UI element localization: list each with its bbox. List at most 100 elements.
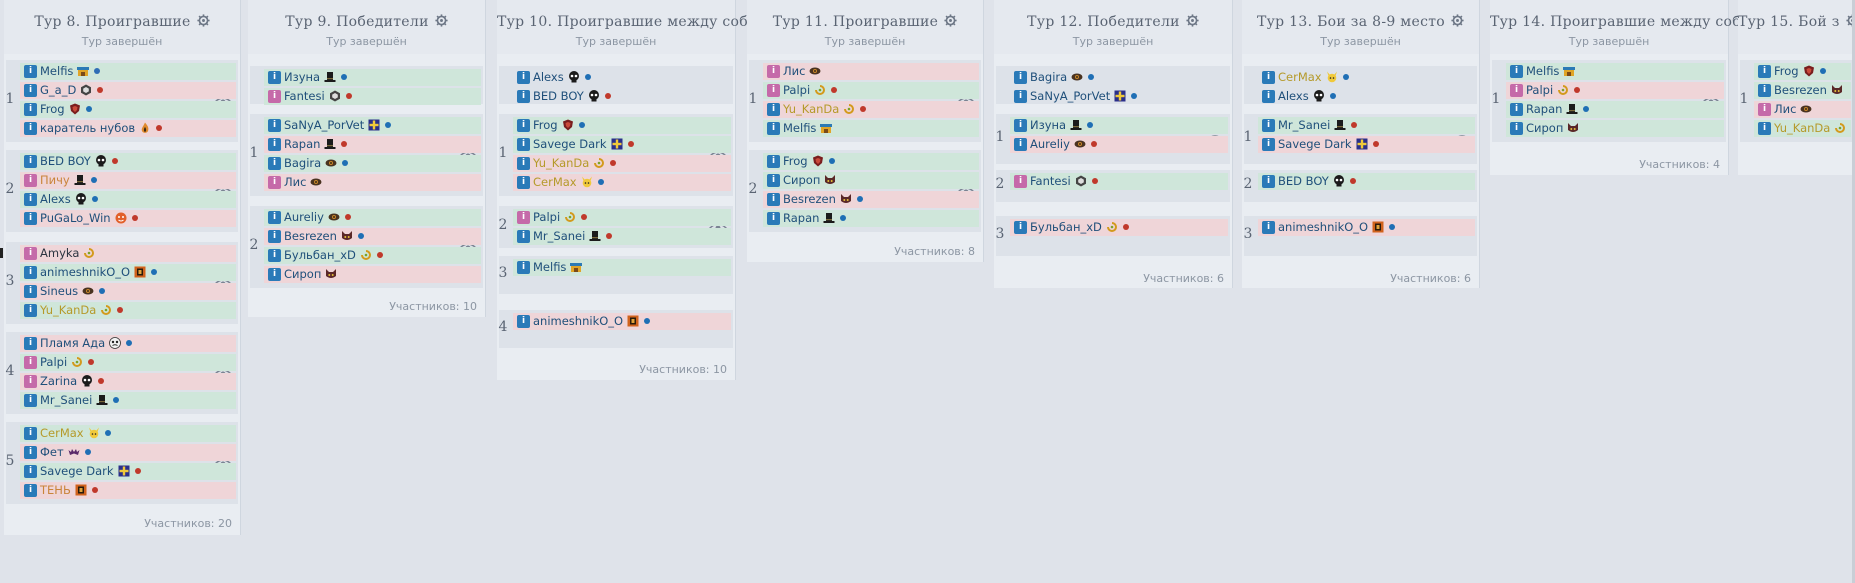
participant-name[interactable]: G_a_D <box>40 83 77 97</box>
participant-name[interactable]: BED BOY <box>40 154 91 168</box>
info-badge[interactable]: i <box>517 230 530 243</box>
info-badge[interactable]: i <box>24 122 37 135</box>
info-badge[interactable]: i <box>24 193 37 206</box>
participant-name[interactable]: Alexs <box>1278 89 1309 103</box>
participant-name[interactable]: Bagira <box>284 156 322 170</box>
participant-name[interactable]: Palpi <box>783 83 811 97</box>
participant-name[interactable]: Sineus <box>40 284 79 298</box>
info-badge[interactable]: i <box>767 103 780 116</box>
info-badge[interactable]: i <box>268 211 281 224</box>
info-badge[interactable]: i <box>517 90 530 103</box>
info-badge[interactable]: i <box>767 212 780 225</box>
participant-name[interactable]: Savege Dark <box>1278 137 1352 151</box>
info-badge[interactable]: i <box>24 247 37 260</box>
participant-name[interactable]: Savege Dark <box>533 137 607 151</box>
info-badge[interactable]: i <box>767 84 780 97</box>
participant-name[interactable]: Лис <box>783 64 806 78</box>
info-badge[interactable]: i <box>24 103 37 116</box>
participant-name[interactable]: Yu_KanDa <box>40 303 97 317</box>
info-badge[interactable]: i <box>1510 84 1523 97</box>
participant-name[interactable]: Melfis <box>1526 64 1560 78</box>
info-badge[interactable]: i <box>1262 90 1275 103</box>
info-badge[interactable]: i <box>24 375 37 388</box>
info-badge[interactable]: i <box>24 266 37 279</box>
participant-name[interactable]: Frog <box>40 102 65 116</box>
info-badge[interactable]: i <box>1758 103 1771 116</box>
participant-name[interactable]: Melfis <box>40 64 74 78</box>
info-badge[interactable]: i <box>24 84 37 97</box>
info-badge[interactable]: i <box>1014 71 1027 84</box>
info-badge[interactable]: i <box>1510 122 1523 135</box>
info-badge[interactable]: i <box>767 193 780 206</box>
participant-name[interactable]: Bagira <box>1030 70 1068 84</box>
info-badge[interactable]: i <box>1758 122 1771 135</box>
info-badge[interactable]: i <box>24 65 37 78</box>
gear-icon[interactable] <box>1186 14 1199 27</box>
participant-name[interactable]: Palpi <box>1526 83 1554 97</box>
participant-name[interactable]: CerMax <box>533 175 577 189</box>
participant-name[interactable]: Лис <box>1774 102 1797 116</box>
participant-name[interactable]: Frog <box>783 154 808 168</box>
info-badge[interactable]: i <box>1014 221 1027 234</box>
participant-name[interactable]: BED BOY <box>1278 174 1329 188</box>
info-badge[interactable]: i <box>268 90 281 103</box>
info-badge[interactable]: i <box>1262 119 1275 132</box>
info-badge[interactable]: i <box>268 71 281 84</box>
participant-name[interactable]: Fantesi <box>284 89 325 103</box>
info-badge[interactable]: i <box>517 138 530 151</box>
participant-name[interactable]: CerMax <box>40 426 84 440</box>
info-badge[interactable]: i <box>517 211 530 224</box>
info-badge[interactable]: i <box>517 119 530 132</box>
info-badge[interactable]: i <box>767 65 780 78</box>
participant-name[interactable]: Rapan <box>783 211 820 225</box>
participant-name[interactable]: Сироп <box>284 267 322 281</box>
info-badge[interactable]: i <box>767 174 780 187</box>
info-badge[interactable]: i <box>1014 138 1027 151</box>
participant-name[interactable]: Mr_Sanei <box>40 393 93 407</box>
gear-icon[interactable] <box>944 14 957 27</box>
participant-name[interactable]: Изуна <box>284 70 321 84</box>
participant-name[interactable]: Yu_KanDa <box>1774 121 1831 135</box>
participant-name[interactable]: Savege Dark <box>40 464 114 478</box>
participant-name[interactable]: каратель нубов <box>40 121 136 135</box>
info-badge[interactable]: i <box>268 119 281 132</box>
participant-name[interactable]: Бульбан_xD <box>284 248 356 262</box>
participant-name[interactable]: Rapan <box>284 137 321 151</box>
participant-name[interactable]: Frog <box>1774 64 1799 78</box>
